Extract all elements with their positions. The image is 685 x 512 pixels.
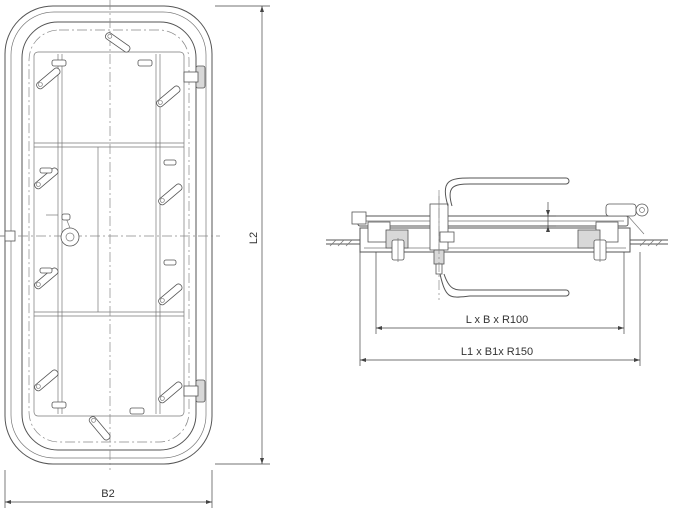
door-outer-frame [4,5,213,465]
dog-bottom-center [88,416,111,441]
dimension-l2: L2 [215,5,270,465]
door-leaf-dashed [28,29,190,443]
dog-mid-left-lower [34,267,59,290]
clamp-left [351,211,409,262]
door-panel [33,51,185,417]
dog-lugs [39,59,177,415]
hinge-section [605,203,649,235]
dog-top-left [36,67,61,90]
outer-size-label: L1 x B1x R150 [461,346,533,358]
dogs [34,32,183,441]
hinge-bottom [183,379,206,403]
dog-mid-left-upper [34,167,59,190]
dog-top-right [156,85,181,108]
dimension-b2: B2 [4,470,213,508]
handle-section [429,177,570,298]
dog-mid-right-upper [158,183,183,206]
dimension-l2-label: L2 [248,232,260,244]
hinge-top [183,65,206,89]
latch-left [0,230,16,242]
handle-wheel [46,213,80,247]
clamp-right [577,221,619,262]
dog-bottom-left [34,369,59,392]
dog-mid-right-lower [158,283,183,306]
dimension-outer-size: L1 x B1x R150 [359,252,641,366]
leaf-thickness-dimension [540,202,556,232]
dimension-inner-size: L x B x R100 [375,252,625,334]
dimension-b2-label: B2 [101,488,114,500]
dog-top-center [105,32,131,53]
dog-bottom-right [158,381,183,404]
bulkhead-hatching [329,239,663,247]
door-front-view [0,0,220,470]
inner-size-label: L x B x R100 [466,314,529,326]
coaming-frame [359,227,631,253]
door-section-view [326,177,668,300]
